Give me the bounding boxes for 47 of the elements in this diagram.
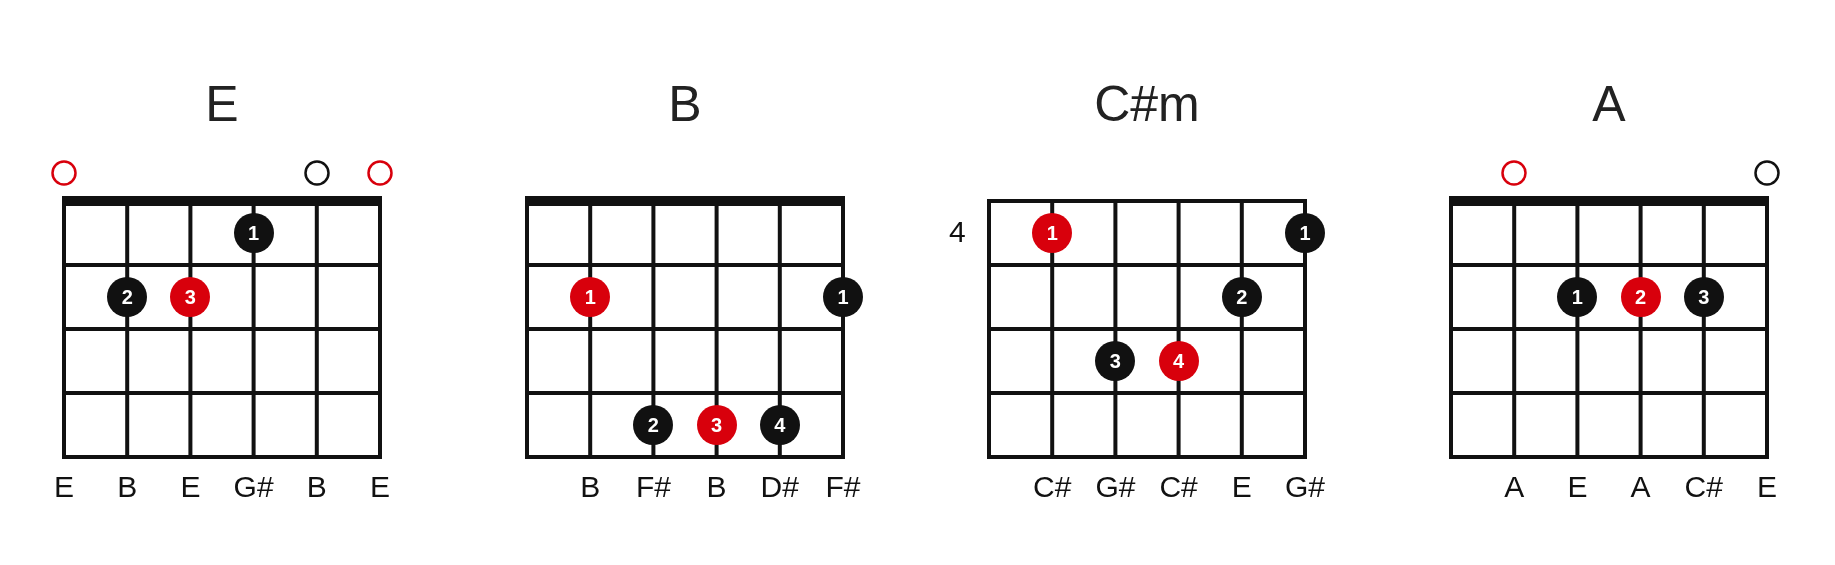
open-string-circle (366, 159, 394, 187)
finger-dot: 1 (1557, 277, 1598, 317)
note-name: E (179, 470, 202, 504)
note-name: E (369, 470, 391, 504)
note-name: B (305, 470, 328, 504)
note-name: G# (1094, 470, 1137, 504)
note-name: D# (759, 470, 800, 504)
note-name: E (1566, 470, 1589, 504)
note-name: A (1629, 470, 1652, 504)
finger-dot: 4 (759, 405, 800, 445)
finger-dot: 3 (696, 405, 737, 445)
finger-dot: 2 (107, 277, 148, 317)
finger-dot: 1 (1285, 213, 1325, 253)
note-name: E (53, 470, 75, 504)
fret-number: 4 (949, 215, 966, 249)
chord-name: E (204, 76, 240, 132)
note-name: F# (634, 470, 672, 504)
note-name: C# (1032, 470, 1073, 504)
finger-dot: 4 (1158, 341, 1199, 381)
finger-dot: 2 (633, 405, 674, 445)
note-name: F# (824, 470, 862, 504)
finger-dot: 3 (1095, 341, 1136, 381)
open-string-circle (302, 159, 331, 187)
chord-name: A (1591, 76, 1627, 132)
finger-dot: 1 (1032, 213, 1073, 253)
open-string-circle (50, 159, 78, 187)
finger-dot: 3 (1683, 277, 1724, 317)
note-name: E (1230, 470, 1253, 504)
note-name: B (116, 470, 139, 504)
finger-dot: 1 (570, 277, 611, 317)
note-name: A (1503, 470, 1526, 504)
note-name: G# (232, 470, 275, 504)
note-name: B (579, 470, 602, 504)
finger-dot: 2 (1221, 277, 1262, 317)
chord-name: C#m (1093, 76, 1201, 132)
note-name: E (1756, 470, 1778, 504)
open-string-circle (1500, 159, 1529, 187)
finger-dot: 1 (823, 277, 863, 317)
note-name: C# (1158, 470, 1199, 504)
finger-dot: 2 (1620, 277, 1661, 317)
finger-dot: 1 (233, 213, 274, 253)
chord-name: B (667, 76, 703, 132)
note-name: C# (1683, 470, 1724, 504)
note-name: G# (1284, 470, 1326, 504)
note-name: B (705, 470, 728, 504)
finger-dot: 3 (170, 277, 211, 317)
open-string-circle (1753, 159, 1781, 187)
